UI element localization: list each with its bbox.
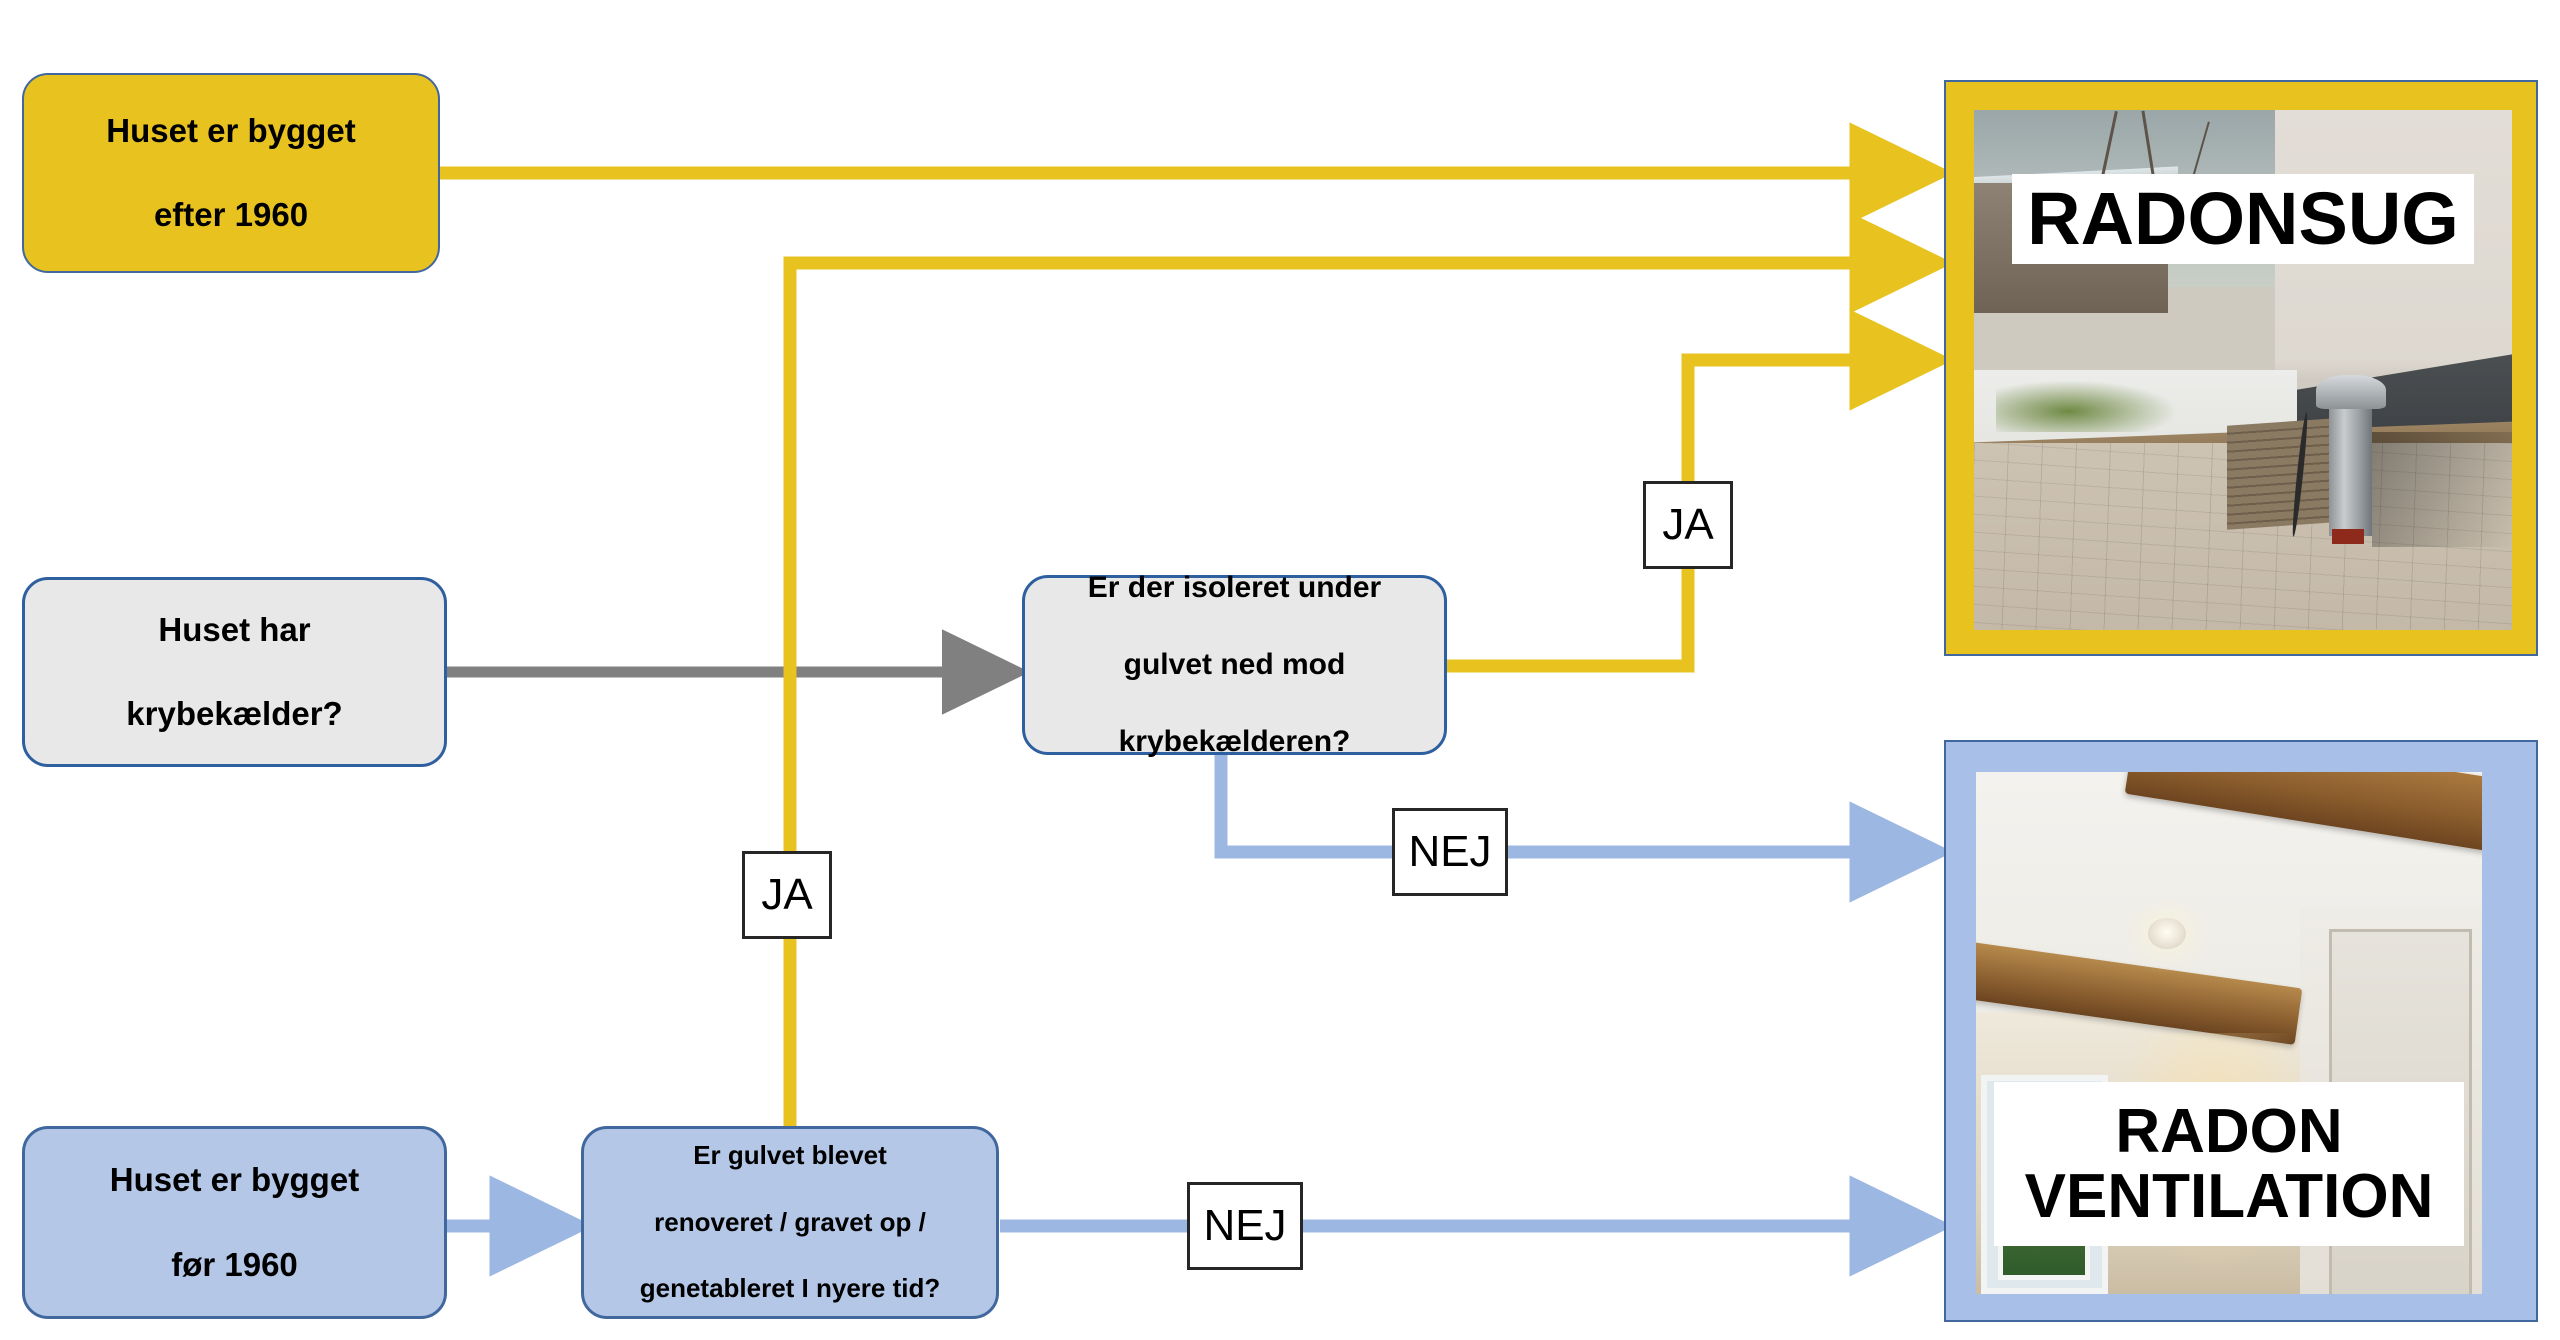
- node-line: Huset er bygget: [109, 1161, 360, 1199]
- node-floor-renovated[interactable]: Er gulvet blevet renoveret / gravet op /…: [581, 1126, 999, 1319]
- radon-ventilation-photo: RADON VENTILATION: [1976, 772, 2482, 1294]
- edge-label-ja-isolation[interactable]: JA: [1643, 481, 1733, 569]
- radonsug-caption: RADONSUG: [2027, 177, 2459, 261]
- node-line: krybekælderen?: [1118, 724, 1351, 758]
- node-line: før 1960: [171, 1245, 298, 1283]
- node-line: Huset har: [158, 610, 311, 648]
- node-line: Er der isoleret under: [1087, 571, 1382, 605]
- node-built-before-1960[interactable]: Huset er bygget før 1960: [22, 1126, 447, 1319]
- edge-renovated-ja-to-radonsug: [783, 212, 1954, 1128]
- radon-ventilation-caption-plate: RADON VENTILATION: [1994, 1082, 2464, 1246]
- node-line: genetableret I nyere tid?: [639, 1273, 941, 1304]
- node-line: Huset er bygget: [106, 111, 356, 149]
- node-line: Er gulvet blevet: [693, 1140, 887, 1171]
- node-line: gulvet ned mod: [1123, 647, 1346, 681]
- node-line: renoveret / gravet op /: [654, 1206, 926, 1237]
- edge-label-text: JA: [1662, 500, 1714, 549]
- edge-label-nej-isolation[interactable]: NEJ: [1392, 808, 1508, 896]
- outcome-panel-radonsug[interactable]: RADONSUG: [1944, 80, 2538, 656]
- outcome-panel-radon-ventilation[interactable]: RADON VENTILATION: [1944, 740, 2538, 1322]
- radonsug-caption-plate: RADONSUG: [2012, 174, 2474, 264]
- radon-ventilation-caption-line2: VENTILATION: [2024, 1162, 2434, 1231]
- radon-ventilation-caption-line1: RADON: [2115, 1096, 2343, 1166]
- edge-label-text: NEJ: [1203, 1201, 1287, 1250]
- node-has-crawlspace[interactable]: Huset har krybekælder?: [22, 577, 447, 767]
- node-built-after-1960[interactable]: Huset er bygget efter 1960: [22, 73, 440, 273]
- node-line: efter 1960: [153, 196, 309, 234]
- edge-label-text: NEJ: [1408, 827, 1492, 876]
- radonsug-photo: RADONSUG: [1974, 110, 2512, 630]
- node-insulated-under-floor[interactable]: Er der isoleret under gulvet ned mod kry…: [1022, 571, 1447, 758]
- edge-label-ja-renovated[interactable]: JA: [742, 851, 832, 939]
- edge-insulation-nej-to-ventilation: [1214, 755, 1954, 903]
- node-line: krybekælder?: [126, 695, 343, 733]
- edge-label-text: JA: [761, 870, 813, 919]
- edge-label-nej-renovated[interactable]: NEJ: [1187, 1182, 1303, 1270]
